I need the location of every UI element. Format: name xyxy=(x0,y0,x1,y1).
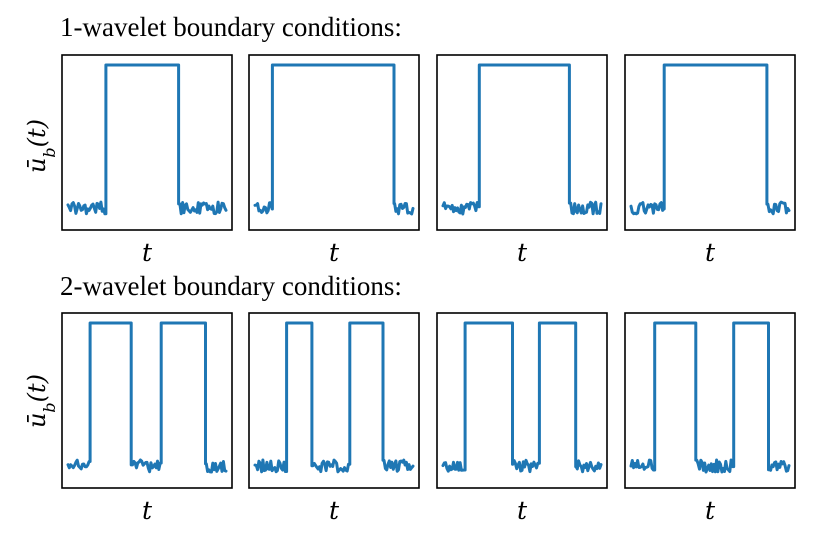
panel-frame-r2c4 xyxy=(624,312,796,489)
signal-line-r1c2 xyxy=(253,63,415,216)
panel-frame-r1c2 xyxy=(248,54,420,231)
xlabel-r1c3: t xyxy=(517,238,528,267)
xlabel-r1c1: t xyxy=(142,238,153,267)
panel-frame-r1c1 xyxy=(61,54,233,231)
panel-frame-r1c3 xyxy=(436,54,608,231)
xlabel-r2c4: t xyxy=(705,496,716,525)
panel-frame-r2c1 xyxy=(61,312,233,489)
panel-frame-r1c4 xyxy=(624,54,796,231)
xlabel-r2c3: t xyxy=(517,496,528,525)
signal-line-r1c1 xyxy=(66,63,228,216)
xlabel-r2c2: t xyxy=(329,496,340,525)
panels: t t t t t t t t xyxy=(61,54,796,525)
signal-line-r2c2 xyxy=(253,321,415,474)
signal-line-r2c4 xyxy=(629,321,791,474)
row-2-title: 2-wavelet boundary conditions: xyxy=(60,271,402,301)
row-1-ylabel-arg: (t) xyxy=(23,119,51,147)
panel-frame-r2c2 xyxy=(248,312,420,489)
xlabel-r1c4: t xyxy=(705,238,716,267)
row-2-ylabel: ūb(t) xyxy=(23,374,59,428)
signal-line-r2c1 xyxy=(66,321,228,474)
row-2-ylabel-main: ū xyxy=(23,413,51,428)
signal-line-r1c3 xyxy=(441,63,603,216)
row-2-ylabel-sub: b xyxy=(40,402,59,412)
row-1-ylabel-sub: b xyxy=(40,147,59,157)
row-1-title: 1-wavelet boundary conditions: xyxy=(60,12,402,42)
signal-line-r2c3 xyxy=(441,321,603,474)
row-1-ylabel: ūb(t) xyxy=(23,119,59,173)
xlabel-r2c1: t xyxy=(142,496,153,525)
row-1-ylabel-main: ū xyxy=(23,158,51,173)
xlabel-r1c2: t xyxy=(329,238,340,267)
row-2-ylabel-arg: (t) xyxy=(23,374,51,402)
signal-line-r1c4 xyxy=(629,63,791,216)
panel-frame-r2c3 xyxy=(436,312,608,489)
